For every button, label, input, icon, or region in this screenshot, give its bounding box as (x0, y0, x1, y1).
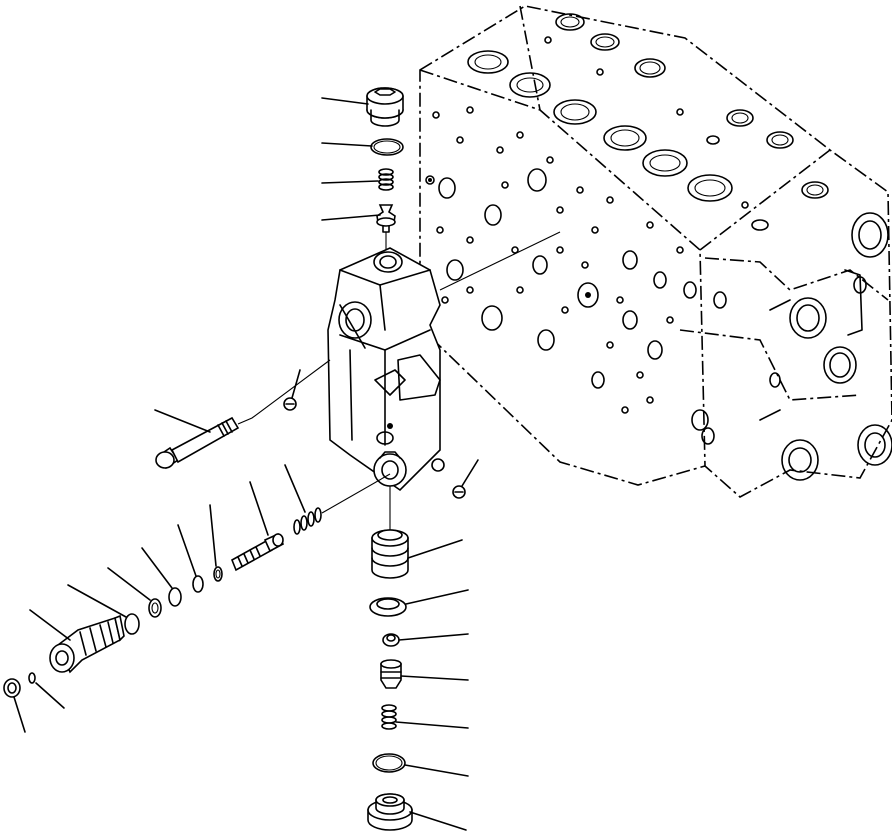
front-face-ports (425, 106, 715, 445)
leader-left-spring (284, 464, 306, 513)
lower-nut (452, 485, 466, 499)
leader-bolt (154, 409, 211, 433)
side-bosses (713, 212, 892, 481)
leader-cartridge (29, 609, 71, 641)
left-poppet (230, 532, 285, 572)
bottom-poppet (380, 659, 402, 689)
leader-left-lock-nut (13, 696, 26, 733)
bottom-small-seat (382, 633, 400, 647)
leader-left-o-ring-1 (177, 524, 197, 577)
leader-bottom-spring (395, 721, 469, 729)
leader-bottom-sleeve (407, 539, 463, 559)
bottom-plug (367, 793, 413, 831)
leader-upper-nut (291, 369, 301, 399)
leader-bottom-small-seat (398, 633, 469, 641)
leader-bottom-poppet (400, 675, 469, 681)
leader-bottom-o-ring (404, 764, 469, 777)
main-valve-block (419, 5, 892, 498)
left-o-ring-2 (168, 587, 182, 607)
bottom-ring (369, 597, 407, 617)
top-spring (378, 168, 394, 191)
bottom-spring (381, 704, 397, 730)
left-small-o-ring (28, 672, 36, 684)
leader-top-o-ring (321, 142, 373, 147)
left-lock-nut (3, 678, 21, 698)
leader-left-washer-2 (107, 567, 151, 601)
left-axis-line (321, 473, 391, 514)
leader-top-plug (321, 97, 369, 105)
leader-lines (13, 97, 479, 831)
relief-valve-cartridge (49, 614, 125, 674)
upper-nut (283, 397, 297, 411)
leader-valve-housing (339, 304, 366, 349)
housing-block-line (439, 231, 561, 291)
bottom-sleeve (371, 529, 409, 579)
left-washer-1 (213, 566, 223, 582)
leader-left-small-o-ring (35, 682, 65, 709)
valve-housing (327, 247, 445, 492)
mounting-bolt (155, 416, 240, 470)
bolt-axis-line (237, 359, 331, 425)
top-poppet (376, 204, 396, 233)
left-washer-2 (148, 598, 162, 618)
leader-bottom-ring (405, 589, 469, 605)
left-o-ring-1 (192, 575, 204, 593)
leader-lower-nut (461, 459, 479, 487)
leader-left-washer-1 (209, 504, 217, 567)
left-o-ring-3 (124, 613, 140, 635)
leader-top-poppet (321, 214, 381, 221)
top-plug (366, 87, 404, 127)
leader-left-poppet (249, 481, 269, 536)
left-spring (293, 507, 322, 535)
leader-left-o-ring-2 (141, 547, 173, 589)
leader-bottom-plug (409, 811, 467, 831)
leader-left-o-ring-3 (67, 584, 127, 618)
top-face-ports (467, 13, 829, 231)
top-o-ring (370, 138, 404, 156)
leader-top-spring (321, 180, 379, 184)
bottom-o-ring (372, 753, 406, 773)
